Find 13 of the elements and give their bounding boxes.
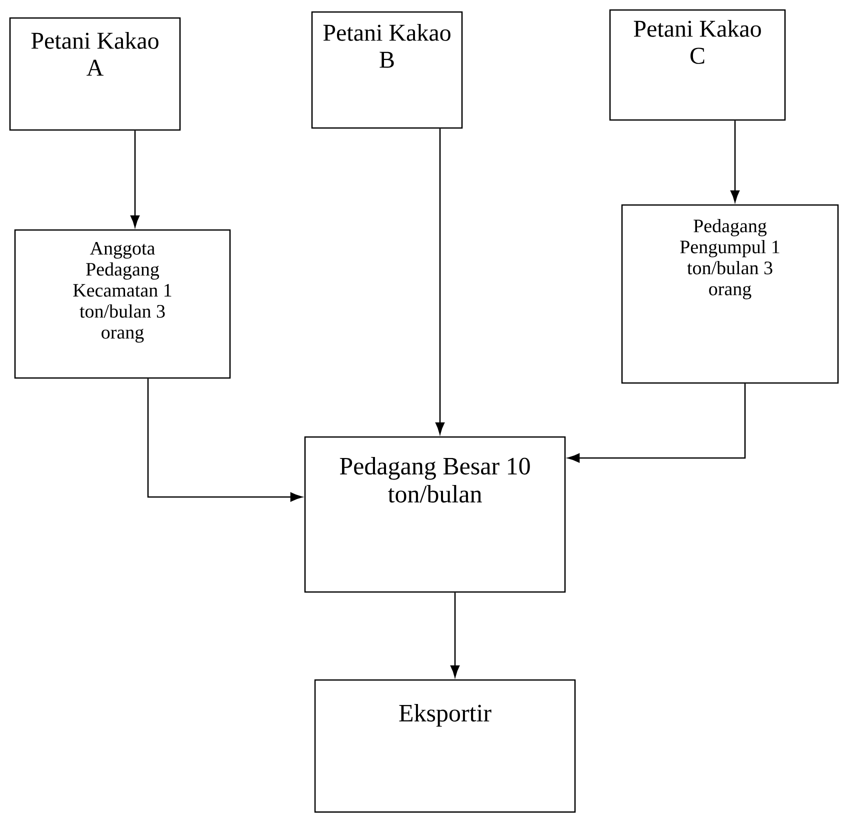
process-box: Eksportir xyxy=(314,679,576,813)
arrow xyxy=(130,130,140,228)
process-box: Pedagang Pengumpul 1 ton/bulan 3 orang xyxy=(621,204,839,384)
arrow xyxy=(450,592,460,678)
arrow xyxy=(730,120,740,202)
arrow xyxy=(147,378,302,502)
process-box: Pedagang Besar 10 ton/bulan xyxy=(304,436,566,593)
process-box: Petani Kakao A xyxy=(9,17,181,131)
arrow xyxy=(568,384,746,463)
process-box: Anggota Pedagang Kecamatan 1 ton/bulan 3 orang xyxy=(14,229,231,379)
arrow xyxy=(435,128,445,434)
process-box: Petani Kakao B xyxy=(311,11,463,129)
process-box: Petani Kakao C xyxy=(609,9,786,121)
